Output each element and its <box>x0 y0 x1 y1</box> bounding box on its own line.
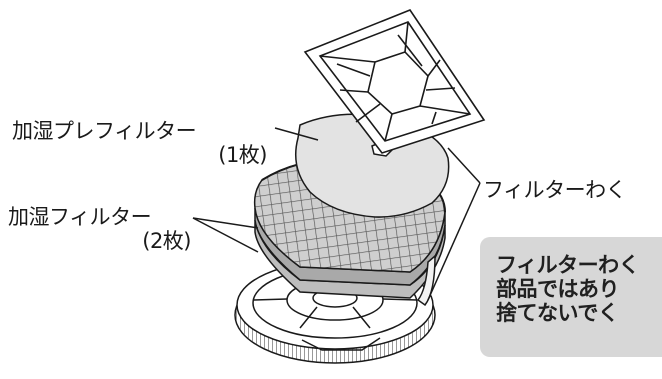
filter-count: (2枚) <box>142 229 191 253</box>
prefilter-label: 加湿プレフィルター (1枚) <box>12 119 268 167</box>
note-line-1: フィルターわく <box>496 253 640 277</box>
filter-label: 加湿フィルター (2枚) <box>8 205 192 253</box>
frame-label: フィルターわく <box>483 178 627 202</box>
prefilter-name: 加湿プレフィルター <box>12 119 197 143</box>
note-line-3: 捨てないでく <box>496 301 619 325</box>
prefilter-count: (1枚) <box>218 143 267 167</box>
leader-lines <box>192 127 481 301</box>
filter-frame-lid <box>303 9 486 154</box>
note-line-2: 部品ではあり <box>496 277 620 301</box>
note-text: フィルターわく 部品ではあり 捨てないでく <box>496 253 662 325</box>
filter-name: 加湿フィルター <box>8 205 152 229</box>
note-callout: フィルターわく 部品ではあり 捨てないでく <box>480 237 662 357</box>
